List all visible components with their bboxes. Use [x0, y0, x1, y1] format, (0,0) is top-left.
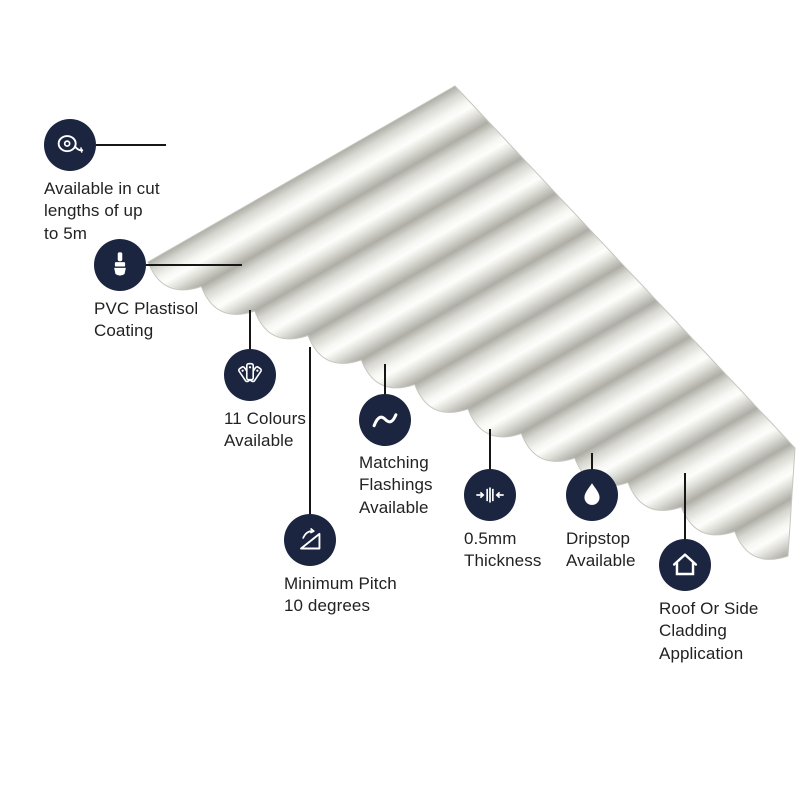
- pitch-angle-glyph: [300, 527, 321, 550]
- label-line: PVC Plastisol: [94, 299, 199, 318]
- leader-line-application: [684, 473, 686, 540]
- feature-label-cut-lengths: Available in cut lengths of up to 5m: [44, 178, 174, 245]
- label-line: 0.5mm: [464, 529, 517, 548]
- leader-line-cut-lengths: [96, 144, 166, 146]
- paintbrush-icon: [94, 239, 146, 291]
- water-droplet-icon: [566, 469, 618, 521]
- label-line: Thickness: [464, 551, 542, 571]
- leader-line-colours: [249, 310, 251, 350]
- label-line: Available: [566, 551, 636, 571]
- label-line: Minimum Pitch: [284, 574, 397, 593]
- label-line: Roof Or Side: [659, 599, 759, 618]
- tape-measure-glyph: [57, 135, 84, 153]
- flashing-sheet-icon: [359, 394, 411, 446]
- thickness-gauge-icon: [464, 469, 516, 521]
- label-line: Dripstop: [566, 529, 631, 548]
- leader-line-minimum-pitch: [309, 347, 311, 515]
- feature-label-flashings: Matching Flashings Available: [359, 452, 454, 519]
- label-line: Matching: [359, 453, 429, 472]
- leader-line-flashings: [384, 364, 386, 395]
- paintbrush-glyph: [114, 252, 126, 276]
- label-line: Available: [224, 431, 294, 451]
- label-line: to 5m: [44, 223, 88, 243]
- feature-label-application: Roof Or Side Cladding Application: [659, 598, 774, 665]
- label-line: Application: [659, 643, 744, 663]
- leader-line-thickness: [489, 429, 491, 470]
- label-line: 10 degrees: [284, 596, 371, 616]
- house-icon: [659, 539, 711, 591]
- label-line: Flashings: [359, 475, 433, 495]
- label-line: Cladding: [659, 621, 727, 641]
- feature-label-thickness: 0.5mm Thickness: [464, 528, 559, 573]
- leader-line-pvc-coating: [146, 264, 242, 266]
- label-line: Available in cut: [44, 179, 160, 198]
- pitch-angle-icon: [284, 514, 336, 566]
- colour-swatch-fan-glyph: [238, 362, 262, 383]
- label-line: Available: [359, 497, 429, 517]
- feature-label-colours: 11 Colours Available: [224, 408, 319, 453]
- flashing-sheet-glyph: [372, 413, 398, 428]
- thickness-gauge-glyph: [476, 487, 504, 503]
- label-line: lengths of up: [44, 201, 143, 221]
- feature-label-dripstop: Dripstop Available: [566, 528, 661, 573]
- tape-measure-icon: [44, 119, 96, 171]
- corrugated-sheet: [147, 85, 796, 560]
- water-droplet-glyph: [584, 483, 600, 505]
- label-line: Coating: [94, 321, 154, 341]
- feature-label-minimum-pitch: Minimum Pitch 10 degrees: [284, 573, 409, 618]
- label-line: 11 Colours: [224, 409, 306, 428]
- house-glyph: [672, 553, 698, 576]
- leader-line-dripstop: [591, 453, 593, 470]
- colour-swatch-fan-icon: [224, 349, 276, 401]
- feature-label-pvc-coating: PVC Plastisol Coating: [94, 298, 214, 343]
